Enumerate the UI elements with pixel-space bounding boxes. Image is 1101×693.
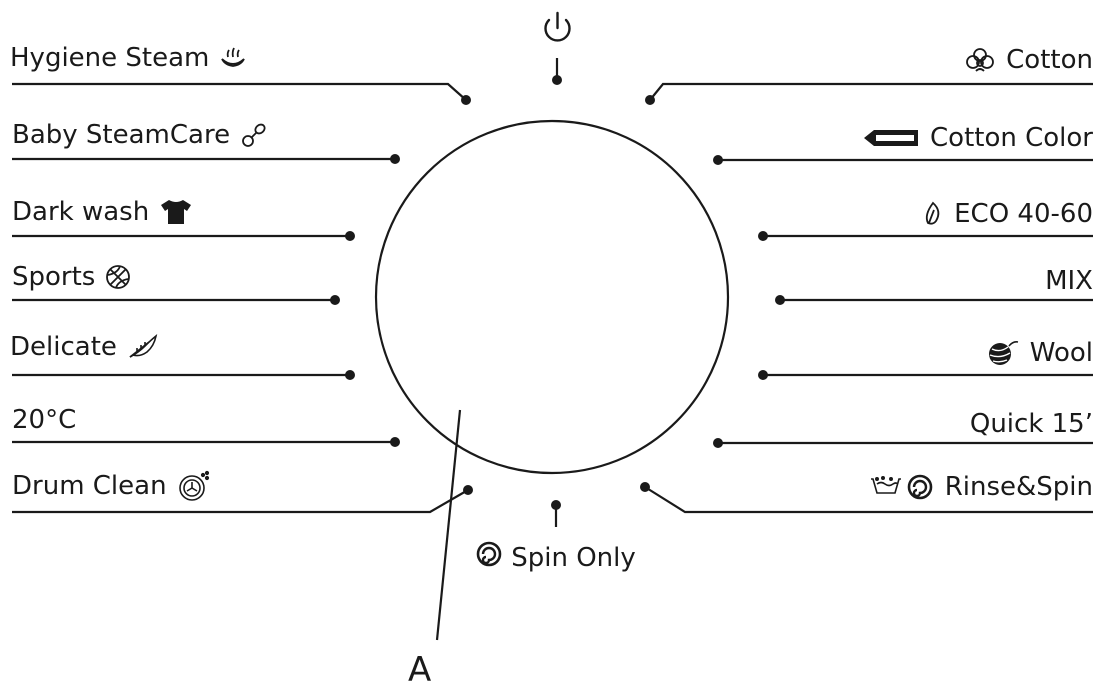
leader-hygiene-steam <box>12 82 467 101</box>
program-label: 20°C <box>12 405 77 435</box>
program-cotton-color[interactable]: Cotton Color <box>862 123 1093 153</box>
program-delicate[interactable]: Delicate <box>10 332 159 362</box>
dot-sports <box>330 295 340 305</box>
dark-shirt-icon <box>159 199 193 225</box>
leader-drum-clean <box>12 489 469 514</box>
dot-cotton-color <box>713 155 723 165</box>
cotton-flower-icon <box>964 47 996 73</box>
dot-eco <box>758 231 768 241</box>
program-label: Hygiene Steam <box>10 43 210 73</box>
program-label: Sports <box>12 262 96 292</box>
dot-rinse-spin <box>640 482 650 492</box>
spin-icon <box>475 540 503 575</box>
program-label: Delicate <box>10 332 117 362</box>
program-label: Dark wash <box>12 197 150 227</box>
dot-cotton <box>645 95 655 105</box>
program-label: Wool <box>1029 338 1093 368</box>
program-mix[interactable]: MIX <box>1045 266 1093 296</box>
power-icon <box>544 11 571 42</box>
dot-delicate <box>345 370 355 380</box>
sports-ball-icon <box>105 264 131 290</box>
dot-wool <box>758 370 768 380</box>
program-hygiene-steam[interactable]: Hygiene Steam <box>10 43 247 73</box>
dot-spin-only <box>551 500 561 510</box>
dot-quick-15 <box>713 438 723 448</box>
steam-hand-icon <box>219 45 247 71</box>
program-quick-15[interactable]: Quick 15’ <box>970 409 1093 439</box>
program-eco-40-60[interactable]: ECO 40-60 <box>922 199 1093 229</box>
dot-20c <box>390 437 400 447</box>
dot-hygiene-steam <box>461 95 471 105</box>
eco-leaf-icon <box>922 201 944 227</box>
program-label: Cotton Color <box>930 123 1093 153</box>
dot-mix <box>775 295 785 305</box>
program-spin-only[interactable]: Spin Only <box>0 540 1101 575</box>
program-label: Baby SteamCare <box>12 120 231 150</box>
program-sports[interactable]: Sports <box>12 262 131 292</box>
program-label: MIX <box>1045 266 1093 296</box>
program-dark-wash[interactable]: Dark wash <box>12 197 193 227</box>
program-baby-steamcare[interactable]: Baby SteamCare <box>12 120 268 150</box>
rinse-spin-icon <box>869 473 935 501</box>
drum-clean-icon <box>177 470 211 502</box>
wool-ball-icon <box>986 339 1020 367</box>
program-20c[interactable]: 20°C <box>12 405 76 435</box>
program-label: Quick 15’ <box>969 409 1093 439</box>
leader-cotton <box>649 82 1093 101</box>
leader-rinse-spin <box>644 486 1093 514</box>
color-tag-icon <box>862 126 920 150</box>
dot-drum-clean <box>463 485 473 495</box>
program-label: Drum Clean <box>12 471 167 501</box>
callout-line <box>435 409 462 641</box>
program-dial[interactable] <box>374 119 730 475</box>
dot-baby-steamcare <box>390 154 400 164</box>
program-label: Spin Only <box>511 542 636 573</box>
program-wool[interactable]: Wool <box>986 338 1093 368</box>
program-label: Cotton <box>1006 45 1093 75</box>
callout-label-a: A <box>408 650 432 690</box>
program-label: Rinse&Spin <box>944 472 1093 502</box>
dot-dark-wash <box>345 231 355 241</box>
baby-pacifier-icon <box>240 122 268 148</box>
program-drum-clean[interactable]: Drum Clean <box>12 470 211 502</box>
feather-leaf-icon <box>127 334 159 360</box>
program-cotton[interactable]: Cotton <box>964 45 1093 75</box>
program-rinse-spin[interactable]: Rinse&Spin <box>869 472 1093 502</box>
dot-power <box>552 75 562 85</box>
program-label: ECO 40-60 <box>954 199 1093 229</box>
